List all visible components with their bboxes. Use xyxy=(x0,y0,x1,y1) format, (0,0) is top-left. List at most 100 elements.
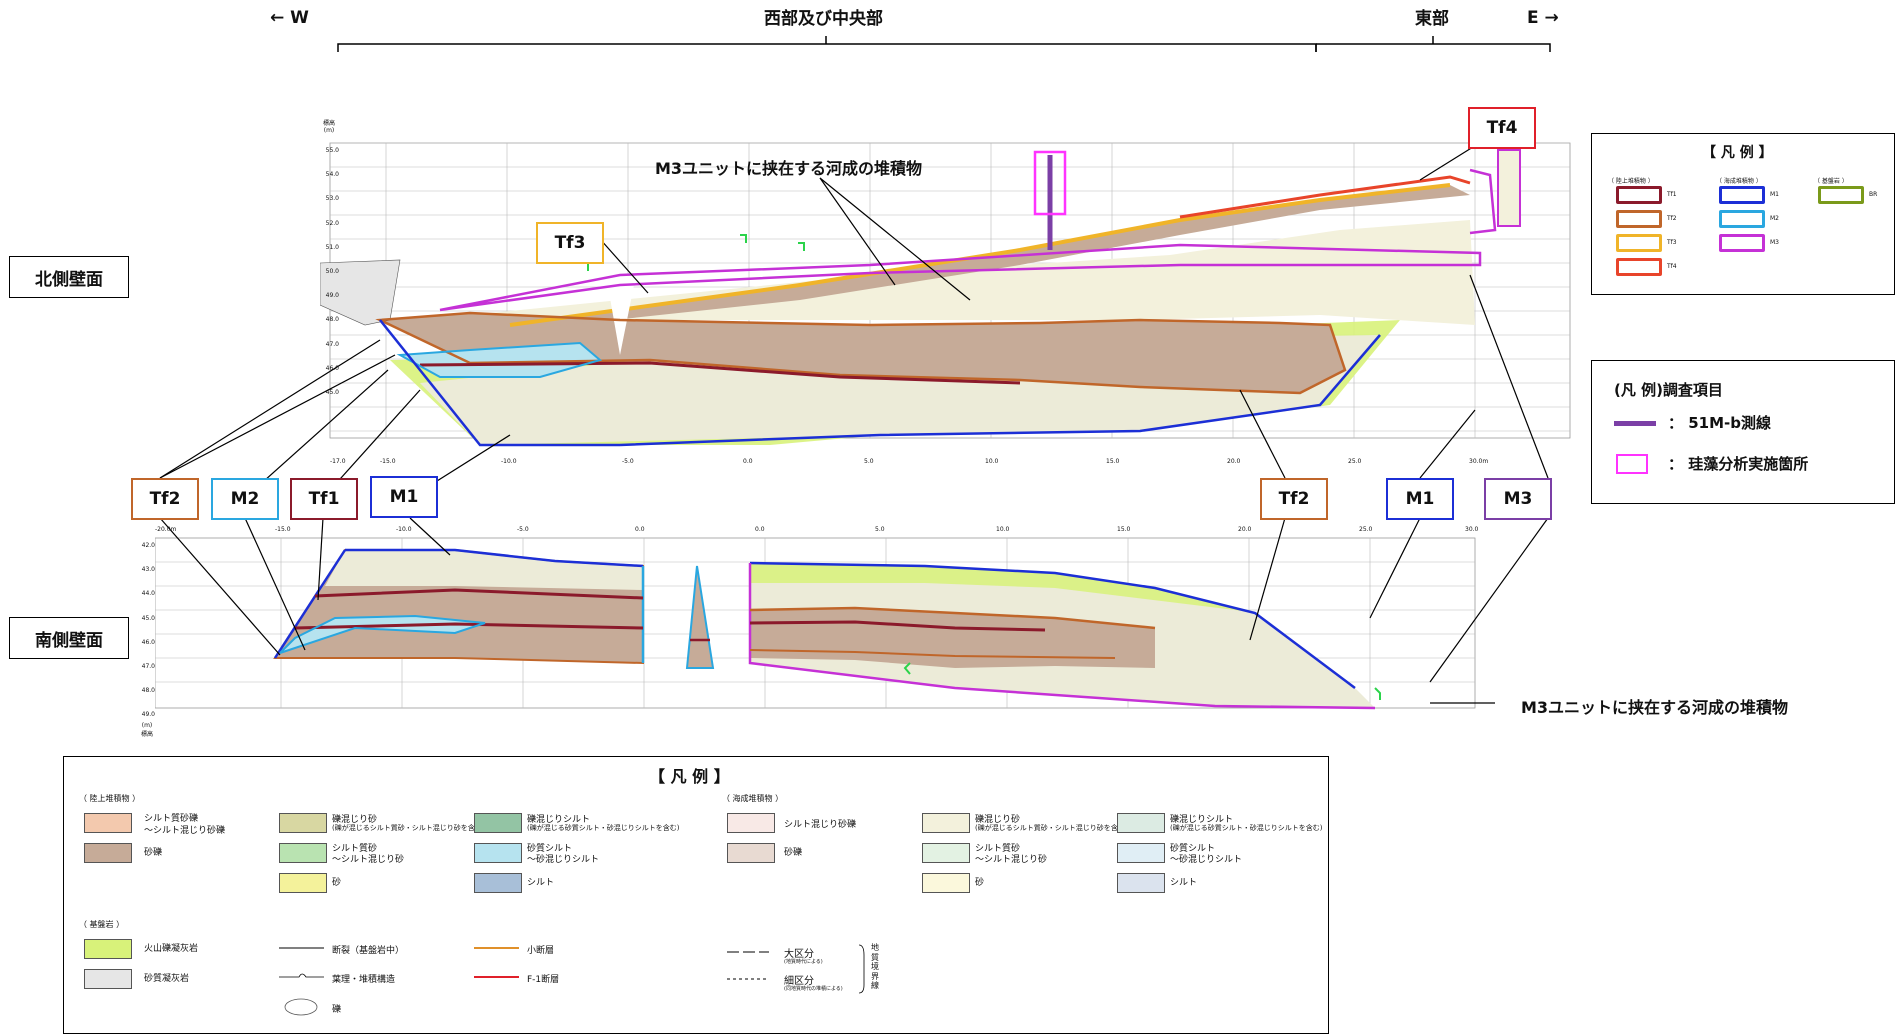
legend-bedrock-header: （ 基盤岩 ） xyxy=(79,920,125,929)
x-tick: -5.0 xyxy=(517,526,529,533)
unit-legend: 【 凡 例 】 （ 陸上堆積物 ） （ 海成堆積物 ） （ 基盤岩 ） Tf1 … xyxy=(1591,133,1895,295)
x-tick: -15.0 xyxy=(380,458,396,465)
x-tick: 20.0 xyxy=(1227,458,1241,465)
tf4-swatch xyxy=(1616,258,1662,276)
east-direction: E → xyxy=(1527,8,1559,28)
x-tick: -10.0 xyxy=(501,458,517,465)
legend-lapilli-tuff: 火山礫凝灰岩 xyxy=(144,944,199,954)
legend-marine-gravelly-silt: 礫混じりシルト xyxy=(1170,815,1234,825)
m3-label: M3 xyxy=(1770,239,1779,246)
y-tick: 49.0 xyxy=(141,711,155,719)
tf3-label: Tf3 xyxy=(1667,239,1677,246)
legend-major-division: 大区分 xyxy=(784,949,814,960)
legend-marine-silty-sand-sub: ～シルト混じり砂 xyxy=(975,855,1048,865)
y-tick: 42.0 xyxy=(141,542,155,549)
unit-legend-title: 【 凡 例 】 xyxy=(1702,145,1773,161)
tf2-swatch xyxy=(1616,210,1662,228)
y-tick: 44.0 xyxy=(141,590,155,598)
north-section-plot xyxy=(320,142,1571,447)
swatch-silty-sand xyxy=(279,843,327,863)
label-tf2-right: Tf2 xyxy=(1260,478,1328,520)
swatch-marine-sandy-gravel xyxy=(727,843,775,863)
y-tick: 51.0 xyxy=(325,243,339,251)
m1-label: M1 xyxy=(1770,191,1779,198)
diatom-swatch xyxy=(1616,454,1648,474)
unit-legend-terrestrial: （ 陸上堆積物 ） xyxy=(1608,178,1654,185)
south-y-ticks: 42.0 43.0 44.0 45.0 46.0 47.0 48.0 49.0 xyxy=(141,534,155,728)
x-tick: 15.0 xyxy=(1106,458,1120,465)
swatch-gravelly-silt xyxy=(474,813,522,833)
survey-legend: (凡 例)調査項目 ： 51M-b測線 ： 珪藻分析実施箇所 xyxy=(1591,360,1895,504)
legend-sand: 砂 xyxy=(332,878,342,888)
south-elev-label: (m) 標高 xyxy=(141,722,153,738)
label-m3: M3 xyxy=(1484,478,1552,520)
x-tick: 25.0 xyxy=(1359,526,1373,533)
swatch-sand xyxy=(279,873,327,893)
x-tick: 10.0 xyxy=(996,526,1010,533)
legend-marine-silt: シルト xyxy=(1170,878,1198,888)
north-wall-label: 北側壁面 xyxy=(9,256,129,298)
swatch-sandy-silt xyxy=(474,843,522,863)
label-tf1: Tf1 xyxy=(290,478,358,520)
x-tick: -5.0 xyxy=(622,458,634,465)
x-tick: -17.0 xyxy=(330,458,346,465)
swatch-lapilli-tuff xyxy=(84,939,132,959)
y-tick: 49.0 xyxy=(325,292,339,300)
eastern-heading: 東部 xyxy=(1415,9,1449,29)
label-tf2-left: Tf2 xyxy=(131,478,199,520)
tf1-swatch xyxy=(1616,186,1662,204)
unit-legend-bedrock: （ 基盤岩 ） xyxy=(1814,178,1848,185)
swatch-marine-silty-sand xyxy=(922,843,970,863)
tf4-label: Tf4 xyxy=(1667,263,1677,270)
label-tf4: Tf4 xyxy=(1468,107,1536,149)
legend-major-division-sub: (地質時代による) xyxy=(784,959,823,965)
lithology-legend: 【 凡 例 】 （ 陸上堆積物 ） （ 海成堆積物 ） （ 基盤岩 ） シルト質… xyxy=(63,756,1329,1034)
swatch-silt xyxy=(474,873,522,893)
y-tick: 50.0 xyxy=(325,268,339,276)
label-m2: M2 xyxy=(211,478,279,520)
tf2-label: Tf2 xyxy=(1667,215,1677,222)
legend-minor-fault: 小断層 xyxy=(527,946,555,956)
legend-silty-sand-sub: ～シルト混じり砂 xyxy=(332,855,405,865)
x-tick: 0.0 xyxy=(635,526,645,533)
legend-gravelly-silt: 礫混じりシルト xyxy=(527,815,591,825)
x-tick: 5.0 xyxy=(875,526,885,533)
y-tick: 46.0 xyxy=(325,364,339,372)
legend-marine-header: （ 海成堆積物 ） xyxy=(722,794,784,803)
legend-f1-fault: F-1断層 xyxy=(527,975,560,985)
legend-marine-gravelly-sand: 礫混じり砂 xyxy=(975,815,1021,825)
south-elev-unit: 標高 xyxy=(141,731,154,738)
legend-marine-gravelly-sand-sub: (礫が混じるシルト質砂・シルト混じり砂を含む) xyxy=(975,824,1128,832)
legend-marine-sandy-silt: 砂質シルト xyxy=(1170,844,1216,854)
north-y-ticks: 55.0 54.0 53.0 52.0 51.0 50.0 49.0 48.0 … xyxy=(319,139,339,405)
legend-line-symbols xyxy=(279,944,865,1016)
y-tick: 48.0 xyxy=(141,687,155,695)
legend-bedding: 葉理・堆積構造 xyxy=(332,975,396,985)
legend-gravelly-sand-sub: (礫が混じるシルト質砂・シルト混じり砂を含む) xyxy=(332,824,485,832)
legend-marine-sand: 砂 xyxy=(975,878,985,888)
south-x-ticks: -20.0m -15.0 -10.0 -5.0 0.0 0.0 5.0 10.0… xyxy=(155,526,1495,536)
label-m1-left: M1 xyxy=(370,476,438,518)
br-swatch xyxy=(1818,186,1864,204)
legend-gravel: 礫 xyxy=(332,1005,342,1015)
unit-legend-marine: （ 海成堆積物 ） xyxy=(1716,178,1762,185)
legend-marine-silty-sand: シルト質砂 xyxy=(975,844,1021,854)
swatch-marine-gravelly-sand xyxy=(922,813,970,833)
y-tick: 55.0 xyxy=(325,147,339,154)
y-tick: 46.0 xyxy=(141,638,155,646)
tf3-swatch xyxy=(1616,234,1662,252)
diatom-label: ： 珪藻分析実施箇所 xyxy=(1668,455,1809,473)
swatch-marine-silt xyxy=(1117,873,1165,893)
survey-legend-title: (凡 例)調査項目 xyxy=(1614,381,1723,399)
swatch-marine-sandy-silt xyxy=(1117,843,1165,863)
south-section-plot xyxy=(155,537,1476,710)
y-tick: 45.0 xyxy=(325,389,339,397)
swatch-gravelly-sand xyxy=(279,813,327,833)
north-elev-label: 標高 (m) xyxy=(323,118,335,134)
y-tick: 48.0 xyxy=(325,316,339,324)
legend-marine-silty-gravel: シルト混じり砂礫 xyxy=(784,820,857,830)
legend-gravelly-silt-sub: (礫が混じる砂質シルト・砂混じりシルトを含む) xyxy=(527,824,680,832)
south-elev-unit-sub: (m) xyxy=(141,722,153,729)
x-tick: 15.0 xyxy=(1117,526,1131,533)
swatch-sandy-tuff xyxy=(84,969,132,989)
